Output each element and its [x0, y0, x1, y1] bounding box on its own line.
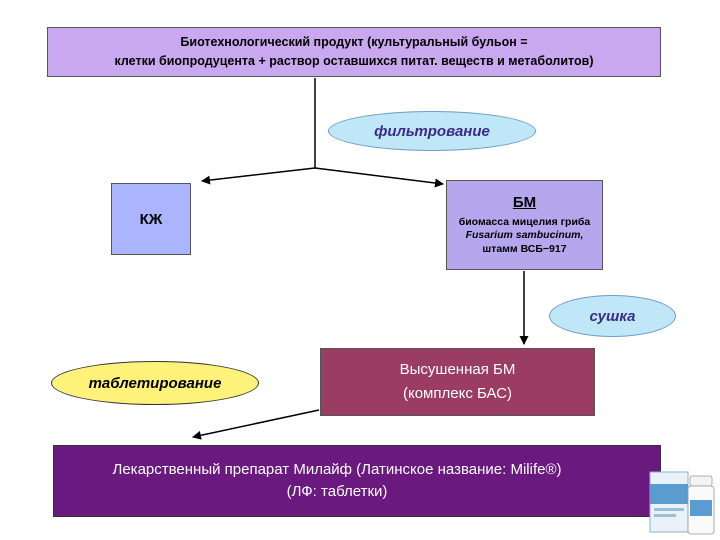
dried-biomass-line2: (комплекс БАС)	[402, 385, 512, 402]
kzh-box: КЖ	[111, 183, 191, 255]
dried-biomass-line1: Высушенная БМ	[399, 361, 516, 378]
biomass-title: БМ	[512, 194, 537, 212]
biomass-line3: штамм ВСБ−917	[482, 243, 567, 256]
drug-product-box: Лекарственный препарат Милайф (Латинское…	[53, 445, 661, 517]
drug-product-line1: Лекарственный препарат Милайф (Латинское…	[112, 460, 562, 478]
filtration-step: фильтрование	[328, 111, 536, 151]
arrow-to-kzh	[201, 167, 316, 185]
biotech-product-box: Биотехнологический продукт (культуральны…	[47, 27, 661, 77]
arrow-to-bm	[314, 167, 444, 188]
biotech-product-line2: клетки биопродуцента + раствор оставшихс…	[114, 54, 594, 68]
medicine-package-image	[649, 471, 715, 535]
drying-step: сушка	[549, 295, 676, 337]
biomass-line1: биомасса мицелия гриба	[458, 215, 591, 228]
arrow-to-product	[192, 409, 320, 440]
dried-biomass-box: Высушенная БМ (комплекс БАС)	[320, 348, 595, 416]
biomass-box: БМ биомасса мицелия гриба Fusarium sambu…	[446, 180, 603, 270]
drug-product-line2: (ЛФ: таблетки)	[286, 483, 388, 500]
tableting-step: таблетирование	[51, 361, 259, 405]
biomass-line2: Fusarium sambucinum,	[465, 229, 584, 242]
biotech-product-line1: Биотехнологический продукт (культуральны…	[180, 35, 528, 50]
